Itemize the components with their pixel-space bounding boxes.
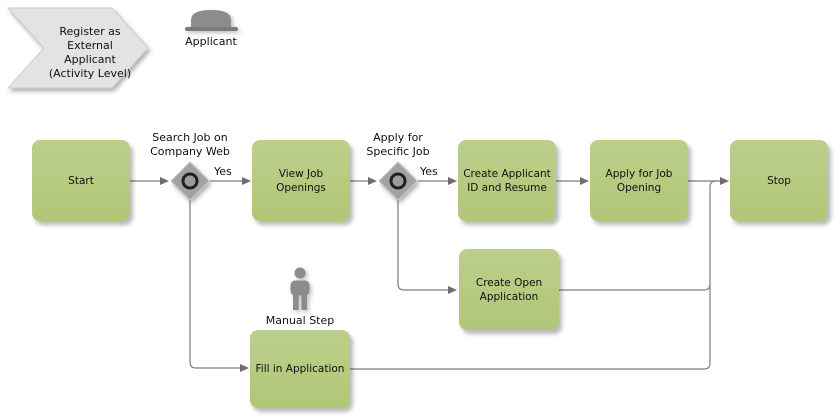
- task-view-job-openings[interactable]: View Job Openings: [252, 140, 350, 221]
- gateway-circle-ring: [389, 172, 407, 190]
- task-label: Stop: [767, 174, 791, 187]
- task-label: Create Open Application: [475, 276, 543, 303]
- person-torso: [290, 280, 310, 296]
- task-apply-for-job-opening[interactable]: Apply for Job Opening: [590, 140, 688, 221]
- title-line: External: [67, 39, 113, 52]
- connector-gateway1-to-fill-in: [189, 200, 240, 369]
- title-line: Register as: [59, 25, 121, 38]
- arrowhead-into-view-job: [242, 177, 251, 185]
- connector-lines: [130, 180, 720, 370]
- arrowhead-into-create-open: [448, 286, 457, 294]
- task-label: Create Applicant ID and Resume: [463, 167, 551, 194]
- arrowhead-into-apply-job: [580, 177, 589, 185]
- gateway-search-job[interactable]: [170, 161, 210, 201]
- task-create-open-application[interactable]: Create Open Application: [459, 249, 559, 330]
- arrowhead-into-stop: [720, 177, 729, 185]
- manual-step-label: Manual Step: [265, 314, 335, 327]
- arrowheads: [160, 177, 729, 372]
- gateway-search-job-label: Search Job on Company Web: [150, 131, 230, 158]
- task-start[interactable]: Start: [32, 140, 130, 221]
- task-create-applicant-id[interactable]: Create Applicant ID and Resume: [458, 140, 556, 221]
- chevron-banner[interactable]: [6, 7, 149, 89]
- task-fill-in-application[interactable]: Fill in Application: [250, 330, 350, 408]
- person-head: [294, 267, 306, 279]
- title-line: (Activity Level): [48, 67, 132, 80]
- manual-step-person-icon[interactable]: [290, 267, 310, 311]
- gateway-apply-specific-label: Apply for Specific Job: [366, 131, 430, 158]
- gateway-apply-specific-yes-label: Yes: [420, 165, 438, 178]
- hat-brim: [185, 27, 238, 31]
- arrowhead-into-fill-in: [240, 364, 249, 372]
- task-stop[interactable]: Stop: [730, 140, 828, 221]
- arrowhead-into-create-applicant: [448, 177, 457, 185]
- connector-fill-in-to-merge: [350, 180, 717, 370]
- hat-dome: [191, 10, 231, 27]
- task-label: Apply for Job Opening: [605, 167, 673, 194]
- gateway-search-job-yes-label: Yes: [214, 165, 232, 178]
- arrowhead-into-gateway1: [160, 177, 169, 185]
- person-leg-right: [301, 294, 307, 310]
- connector-create-open-to-merge: [559, 283, 711, 291]
- connector-gateway2-to-create-open: [397, 200, 448, 291]
- person-leg-left: [293, 294, 299, 310]
- applicant-label: Applicant: [185, 35, 237, 48]
- gateway-apply-specific[interactable]: [378, 161, 418, 201]
- task-label: Fill in Application: [255, 363, 345, 375]
- title-banner-shape[interactable]: [6, 7, 149, 89]
- diagram-title: Register as External Applicant (Activity…: [28, 25, 152, 81]
- applicant-hat-icon[interactable]: [185, 10, 238, 31]
- gateway-circle-ring: [181, 172, 199, 190]
- title-line: Applicant: [64, 53, 116, 66]
- task-label: Start: [68, 174, 94, 187]
- task-label: View Job Openings: [276, 167, 326, 194]
- arrowhead-into-gateway2: [368, 177, 377, 185]
